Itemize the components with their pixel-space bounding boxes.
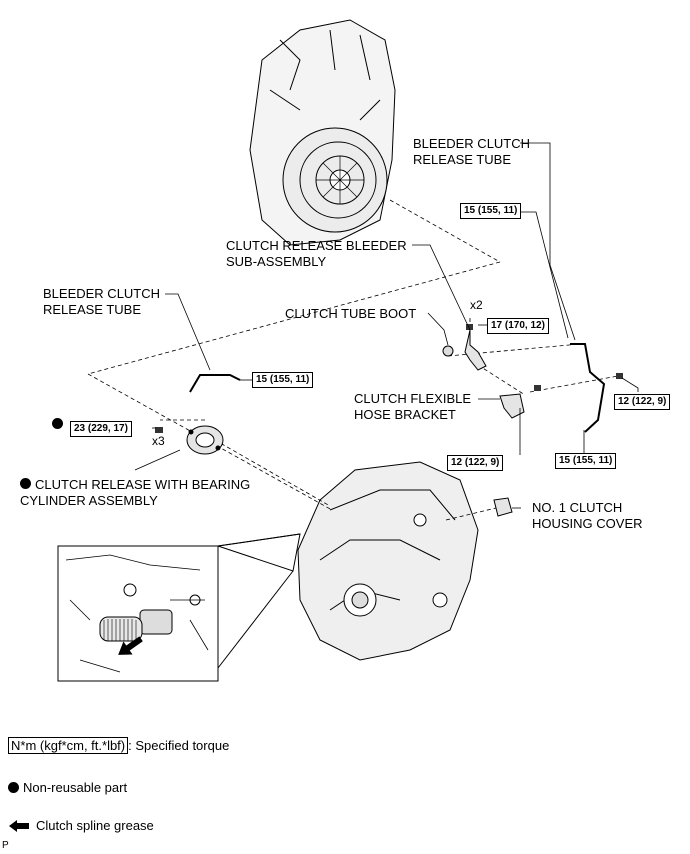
grease-arrow-icon [9, 819, 29, 832]
legend-spline-grease: Clutch spline grease [8, 818, 154, 833]
legend-spline-grease-text: Clutch spline grease [36, 818, 154, 833]
torque-12-b: 12 (122, 9) [447, 455, 504, 471]
legend-torque-desc: : Specified torque [128, 738, 230, 753]
torque-15-b: 15 (155, 11) [252, 372, 314, 388]
legend-torque-box: N*m (kgf*cm, ft.*lbf) [8, 737, 129, 754]
grease-arrow-icon [118, 636, 143, 655]
non-reusable-icon [8, 782, 19, 793]
label-release-bleeder: CLUTCH RELEASE BLEEDER SUB-ASSEMBLY [226, 238, 407, 269]
torque-12-a: 12 (122, 9) [614, 394, 671, 410]
torque-23: 23 (229, 17) [70, 421, 132, 437]
release-bearing-cylinder [186, 425, 224, 455]
quantity-x3: x3 [152, 434, 165, 448]
legend-non-reusable-text: Non-reusable part [23, 780, 128, 795]
legend-non-reusable: Non-reusable part [8, 780, 127, 795]
torque-15-a: 15 (155, 11) [460, 203, 522, 219]
torque-17: 17 (170, 12) [487, 318, 549, 334]
legend-torque: N*m (kgf*cm, ft.*lbf) : Specified torque [8, 737, 229, 754]
release-bleeder-part [464, 329, 487, 371]
label-release-bearing: CLUTCH RELEASE WITH BEARING CYLINDER ASS… [20, 477, 251, 508]
bolt-23 [155, 427, 163, 433]
bolt-12-right [616, 373, 623, 379]
left-bleeder-tube [189, 374, 241, 393]
non-reusable-icon [52, 418, 63, 429]
hose-bracket-part [499, 393, 525, 419]
leader-lines [134, 142, 639, 509]
tube-boot-part [442, 345, 454, 357]
label-bleeder-tube-left: BLEEDER CLUTCH RELEASE TUBE [43, 286, 161, 317]
engine-clutch-assembly [249, 19, 396, 246]
quantity-x2: x2 [470, 298, 483, 312]
spline-inset [57, 533, 301, 682]
torque-15-c: 15 (155, 11) [555, 453, 617, 469]
right-bleeder-tube [570, 343, 606, 433]
label-tube-boot: CLUTCH TUBE BOOT [285, 306, 417, 321]
transaxle-housing [297, 461, 479, 661]
label-flexible-bracket: CLUTCH FLEXIBLE HOSE BRACKET [354, 391, 472, 422]
bolt-12-left [534, 385, 541, 391]
housing-cover-part [493, 497, 513, 517]
torque-23-row [52, 417, 67, 433]
label-bleeder-tube-right: BLEEDER CLUTCH RELEASE TUBE [413, 136, 531, 167]
non-reusable-icon [20, 478, 31, 489]
bolt-17 [466, 324, 473, 330]
label-housing-cover: NO. 1 CLUTCH HOUSING COVER [532, 500, 643, 531]
footer-code: P [2, 840, 9, 851]
